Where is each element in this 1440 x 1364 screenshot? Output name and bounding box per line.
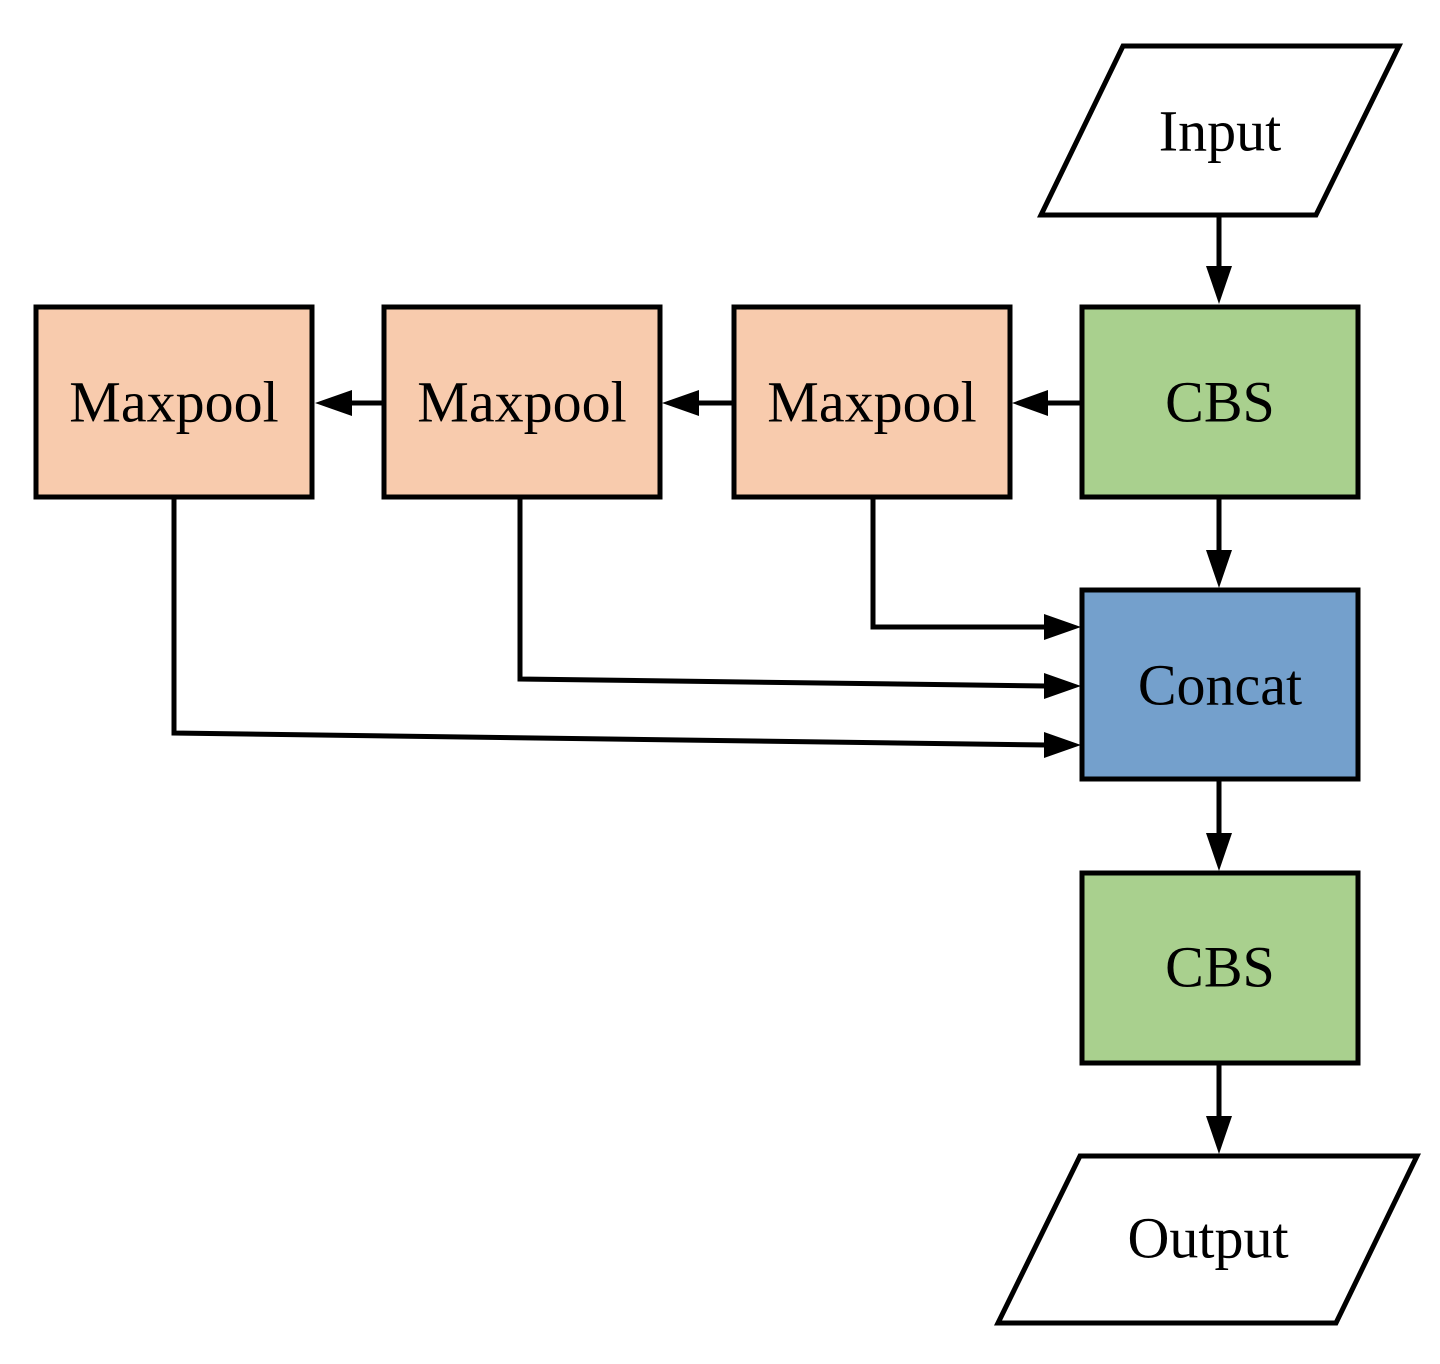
arrowhead-icon — [1012, 390, 1048, 416]
node-output: Output — [993, 1153, 1421, 1326]
arrowhead-icon — [1206, 550, 1232, 588]
maxpool-3-box — [33, 304, 315, 500]
input-parallelogram — [1037, 43, 1404, 218]
maxpool-1-label: Maxpool — [767, 370, 976, 435]
concat-label: Concat — [1138, 653, 1302, 718]
maxpool-2-box — [381, 304, 663, 500]
arrowhead-icon — [1044, 673, 1081, 699]
arrowhead-icon — [1206, 833, 1232, 871]
arrowhead-icon — [1044, 614, 1081, 640]
arrowhead-icon — [1206, 1116, 1232, 1154]
edges — [171, 215, 1232, 1154]
input-label: Input — [1159, 99, 1281, 164]
node-maxpool-2: Maxpool — [381, 304, 663, 500]
node-cbs-bottom: CBS — [1079, 870, 1361, 1066]
maxpool-2-label: Maxpool — [417, 370, 626, 435]
edge-maxpool-3-to-concat — [171, 497, 1047, 748]
cbs-bottom-label: CBS — [1165, 935, 1275, 1000]
arrowhead-icon — [1206, 266, 1232, 304]
node-concat: Concat — [1079, 587, 1361, 782]
maxpool-1-box — [731, 304, 1013, 500]
arrowhead-icon — [662, 390, 699, 416]
output-parallelogram — [993, 1153, 1421, 1326]
output-label: Output — [1127, 1206, 1288, 1271]
edge-maxpool-1-to-concat — [870, 497, 1046, 630]
cbs-bottom-box — [1079, 870, 1361, 1066]
node-maxpool-1: Maxpool — [731, 304, 1013, 500]
node-maxpool-3: Maxpool — [33, 304, 315, 500]
cbs-top-label: CBS — [1165, 370, 1275, 435]
cbs-top-box — [1079, 304, 1361, 500]
maxpool-3-label: Maxpool — [69, 370, 278, 435]
concat-box — [1079, 587, 1361, 782]
node-cbs-top: CBS — [1079, 304, 1361, 500]
node-input: Input — [1037, 43, 1404, 218]
arrowhead-icon — [1044, 732, 1081, 758]
arrowhead-icon — [315, 390, 352, 416]
edge-maxpool-2-to-concat — [517, 497, 1047, 689]
